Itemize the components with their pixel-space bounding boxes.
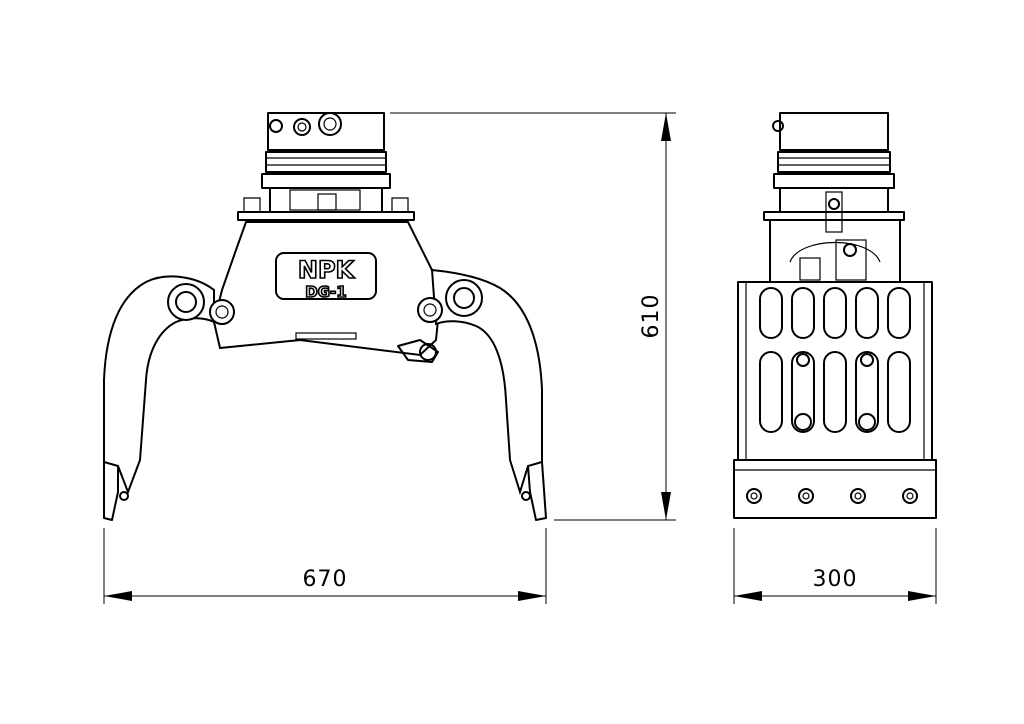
model-label: DG-1 — [305, 283, 346, 301]
bolt-icon — [850, 488, 866, 504]
tooth-bar — [733, 459, 937, 519]
rotator-head — [261, 112, 391, 213]
dimension-width: 670 — [103, 528, 547, 604]
port-fitting-icon — [318, 112, 342, 136]
right-pivot-pin — [445, 279, 483, 317]
grapple-body — [212, 221, 442, 357]
bolt-icon — [902, 488, 918, 504]
bolt-icon — [746, 488, 762, 504]
bolt-icon — [798, 488, 814, 504]
nameplate: NPK DG-1 — [275, 252, 377, 302]
dimension-side-width: 300 — [733, 528, 937, 604]
port-fitting-icon — [293, 118, 311, 136]
brand-logo: NPK — [298, 256, 356, 284]
left-pivot-pin — [167, 283, 205, 321]
dimension-height: 610 — [390, 112, 676, 521]
bolt-row — [746, 488, 918, 504]
side-view — [733, 112, 937, 519]
side-width-dimension-label: 300 — [813, 567, 858, 592]
port-fitting-icon — [269, 119, 283, 133]
front-view: NPK DG-1 — [103, 112, 547, 521]
mount-plate — [237, 211, 415, 221]
width-dimension-label: 670 — [303, 567, 348, 592]
height-dimension-label: 610 — [639, 294, 664, 339]
jaw-shell — [737, 281, 933, 461]
